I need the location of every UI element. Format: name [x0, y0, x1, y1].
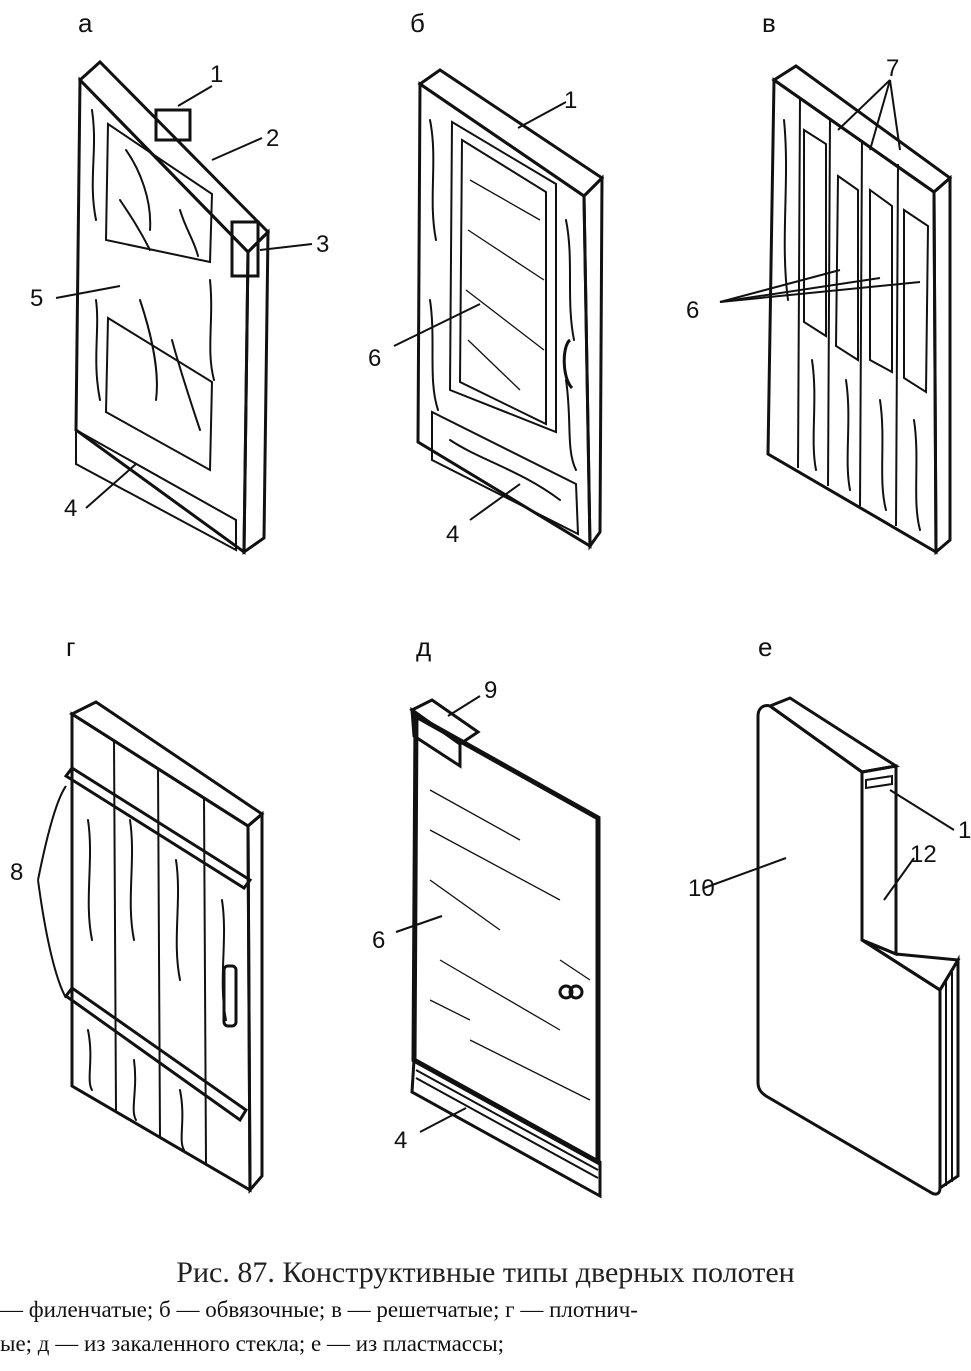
- figure-caption: Рис. 87. Конструктивные типы дверных пол…: [176, 1256, 795, 1289]
- panel-c-wood-grain: [783, 119, 921, 531]
- panel-d-top-edge: [68, 700, 265, 828]
- panel-b-glass-pane: [458, 138, 547, 426]
- panel-d-callout-8: 8: [10, 859, 23, 886]
- panel-a-stile-section: [230, 220, 260, 278]
- panel-a-upper-panel: [104, 122, 214, 264]
- panel-f-callout-12: 12: [910, 841, 937, 868]
- panel-f-callout-1: 1: [958, 817, 971, 844]
- panel-b-side-edge: [582, 174, 604, 551]
- panel-e-callout-4: 4: [394, 1127, 407, 1154]
- panel-f-side-edge: [938, 954, 960, 1191]
- panel-e-glass-door: д 9 6 4: [372, 632, 602, 1199]
- panel-a-callout-5: 5: [30, 285, 43, 312]
- panel-a-door-face: [74, 76, 250, 555]
- panel-a-callout-3: 3: [316, 231, 329, 258]
- door-types-figure: а 1 2 3 5 4 б 1 6 4: [10, 8, 971, 1199]
- panel-e-callout-6: 6: [372, 927, 385, 954]
- panel-d-board-door: г 8: [10, 632, 265, 1195]
- panel-a-callout-1: 1: [210, 61, 223, 88]
- panel-c-callout-6: 6: [686, 297, 699, 324]
- panel-d-wood-grain: [87, 819, 227, 1151]
- panel-e-bottom-fitting: [410, 1057, 602, 1199]
- figure-legend-line-2: ые; д — из закаленного стекла; е — из пл…: [0, 1331, 505, 1356]
- panel-e-glass-reflections: [429, 789, 591, 1101]
- panel-e-handle: [558, 984, 574, 1000]
- figure-legend-line-1: — филенчатые; б — обвязочные; в — решетч…: [0, 1297, 638, 1322]
- panel-b-callout-1: 1: [564, 87, 577, 114]
- panel-e-glass-pane: [411, 711, 601, 1167]
- panel-f-door-face: [756, 704, 942, 1196]
- panel-b-handle: [562, 338, 574, 390]
- panel-d-letter: г: [66, 632, 75, 662]
- panel-b-frame-door: б 1 6 4: [368, 8, 605, 551]
- panel-f-cut-section: [860, 764, 898, 957]
- panel-a-wood-grain: [91, 109, 215, 431]
- panel-a-side-edge: [242, 228, 270, 555]
- panel-b-glass-reflections: [465, 179, 545, 391]
- panel-d-upper-batten: [63, 765, 253, 891]
- panel-c-lattice-door: в 7 6: [686, 8, 953, 556]
- panel-d-lower-batten: [63, 985, 249, 1123]
- panel-b-bottom-rail: [431, 410, 580, 536]
- panel-c-slot-4: [903, 208, 930, 394]
- panel-a-letter: а: [78, 8, 93, 38]
- panel-f-letter: е: [758, 632, 772, 662]
- panel-f-callout-10: 10: [688, 875, 715, 902]
- panel-c-letter: в: [762, 8, 776, 38]
- panel-a-panel-door: а 1 2 3 5 4: [30, 8, 329, 555]
- panel-c-slot-3: [869, 188, 893, 374]
- panel-b-callout-6: 6: [368, 345, 381, 372]
- panel-e-callout-9: 9: [484, 677, 497, 704]
- panel-d-side-edge: [246, 810, 264, 1195]
- panel-b-letter: б: [410, 8, 425, 38]
- panel-d-handle: [222, 964, 238, 1028]
- panel-a-bottom-rail: [75, 428, 237, 552]
- panel-e-letter: д: [416, 632, 431, 662]
- panel-a-callout-4: 4: [64, 495, 77, 522]
- panel-f-edge-profile: [865, 774, 893, 790]
- panel-f-plastic-door: е 10 12 1: [688, 632, 971, 1196]
- panel-f-top-edge: [766, 696, 901, 774]
- panel-b-callout-4: 4: [446, 521, 459, 548]
- panel-c-callout-7: 7: [886, 55, 899, 82]
- panel-c-slot-2: [834, 174, 859, 362]
- panel-a-callout-2: 2: [266, 125, 279, 152]
- panel-a-lower-panel: [104, 316, 214, 472]
- panel-c-side-edge: [932, 174, 952, 556]
- panel-b-wood-grain: [429, 119, 577, 501]
- panel-a-frame-section: [154, 108, 192, 142]
- panel-b-glass-frame: [448, 120, 557, 434]
- panel-d-callout-brace: [37, 785, 67, 999]
- panel-c-slot-1: [803, 128, 827, 338]
